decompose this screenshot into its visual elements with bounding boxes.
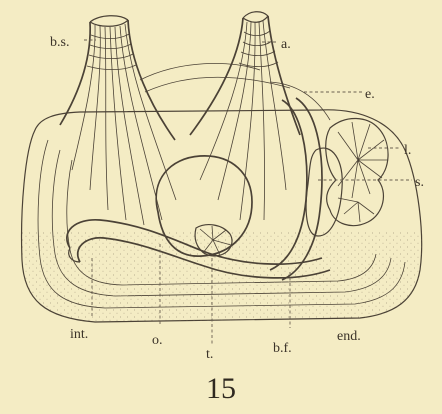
figure-number: 15: [206, 372, 236, 405]
label-s: s.: [415, 175, 424, 190]
branchial-siphon: [60, 16, 176, 225]
label-a: a.: [281, 37, 291, 52]
label-o: o.: [152, 333, 163, 348]
label-end: end.: [337, 329, 361, 344]
label-bs: b.s.: [50, 35, 69, 50]
label-e: e.: [365, 87, 375, 102]
label-bf: b.f.: [273, 341, 292, 356]
label-int: int.: [70, 327, 88, 342]
lobed-gland: [326, 118, 388, 225]
label-t: t.: [206, 347, 213, 362]
stomach-sac: [306, 148, 342, 236]
label-l: l.: [404, 143, 411, 158]
